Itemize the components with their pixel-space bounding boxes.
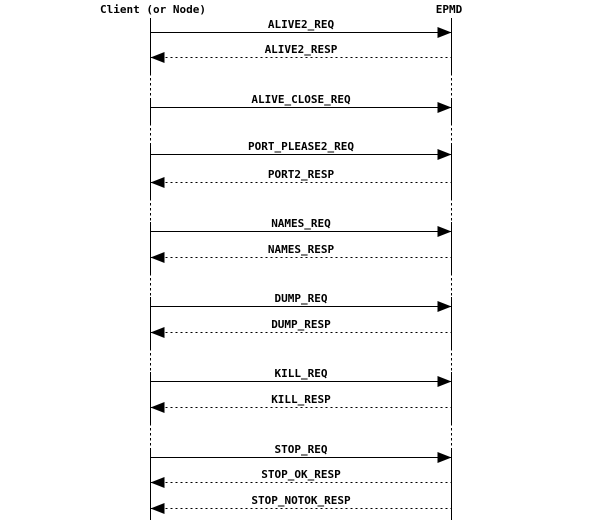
arrowhead-right-icon — [437, 226, 452, 237]
arrowhead-right-icon — [437, 102, 452, 113]
message-label-2: ALIVE_CLOSE_REQ — [251, 93, 351, 106]
actor-label-client: Client (or Node) — [100, 3, 206, 16]
message-label-3: PORT_PLEASE2_REQ — [248, 140, 354, 153]
arrowhead-left-icon — [150, 402, 165, 413]
message-label-6: NAMES_RESP — [268, 243, 335, 256]
arrowhead-right-icon — [437, 301, 452, 312]
arrowhead-left-icon — [150, 177, 165, 188]
message-label-0: ALIVE2_REQ — [268, 18, 335, 31]
message-label-9: KILL_REQ — [275, 367, 328, 380]
actor-label-epmd: EPMD — [436, 3, 463, 16]
message-label-1: ALIVE2_RESP — [265, 43, 338, 56]
arrowhead-left-icon — [150, 252, 165, 263]
message-label-10: KILL_RESP — [271, 393, 331, 406]
arrowhead-right-icon — [437, 27, 452, 38]
arrowhead-right-icon — [437, 149, 452, 160]
arrowhead-left-icon — [150, 327, 165, 338]
message-label-13: STOP_NOTOK_RESP — [251, 494, 351, 507]
arrowhead-left-icon — [150, 52, 165, 63]
arrowhead-right-icon — [437, 452, 452, 463]
message-label-8: DUMP_RESP — [271, 318, 331, 331]
message-label-5: NAMES_REQ — [271, 217, 331, 230]
arrowhead-left-icon — [150, 477, 165, 488]
message-label-12: STOP_OK_RESP — [261, 468, 341, 481]
message-label-11: STOP_REQ — [275, 443, 328, 456]
arrowhead-left-icon — [150, 503, 165, 514]
message-label-7: DUMP_REQ — [275, 292, 328, 305]
message-label-4: PORT2_RESP — [268, 168, 335, 181]
arrowhead-right-icon — [437, 376, 452, 387]
